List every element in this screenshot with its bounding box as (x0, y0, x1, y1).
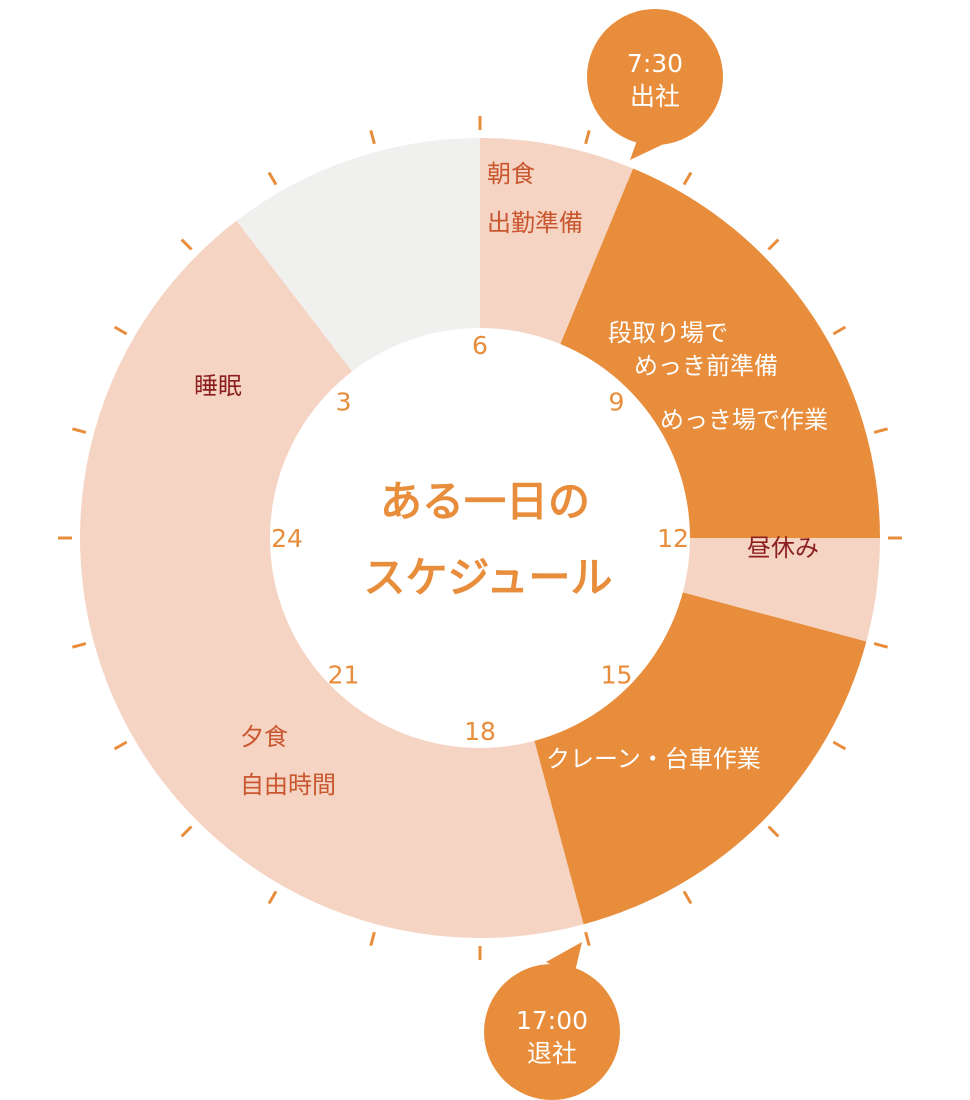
end-time-text: 17:00 (516, 1006, 588, 1035)
hour-tick (180, 825, 193, 838)
segment-label-morning: 出勤準備 (487, 209, 583, 237)
end-time-bubble: 17:00 退社 (484, 942, 620, 1100)
hour-tick (767, 238, 780, 251)
end-label-text: 退社 (527, 1039, 577, 1068)
hour-tick (180, 238, 193, 251)
hour-label-6: 6 (472, 331, 488, 360)
segment-sleep (236, 138, 480, 372)
hour-label-9: 9 (609, 388, 625, 417)
hour-tick (873, 642, 889, 649)
start-time-text: 7:30 (627, 49, 683, 78)
segment-morning (480, 138, 634, 344)
schedule-segments (80, 138, 880, 938)
hour-label-18: 18 (464, 717, 496, 746)
hour-tick (873, 427, 889, 434)
hour-tick (682, 171, 693, 186)
bubble-circle (587, 9, 723, 145)
hour-tick (113, 325, 128, 336)
segment-label-evening: 夕食 (240, 723, 288, 751)
hour-tick (832, 740, 847, 751)
center-title-line1: ある一日の (380, 477, 590, 526)
segment-label-sleep: 睡眠 (194, 372, 242, 400)
hour-tick (682, 890, 693, 905)
hour-tick (767, 825, 780, 838)
hour-ticks (58, 116, 902, 960)
segment-label-plating: めっき場で作業 (660, 406, 828, 434)
start-time-bubble: 7:30 出社 (587, 9, 723, 160)
segment-plating (560, 168, 880, 538)
hour-tick (71, 427, 87, 434)
hour-tick (267, 890, 278, 905)
hour-tick (584, 129, 591, 145)
bubble-circle (484, 964, 620, 1100)
hour-labels: 6 9 12 15 18 21 24 3 (271, 331, 689, 746)
segment-crane (534, 592, 867, 925)
hour-label-3: 3 (336, 388, 352, 417)
hour-label-12: 12 (657, 524, 689, 553)
hour-label-21: 21 (328, 660, 360, 689)
segment-label-crane: クレーン・台車作業 (546, 745, 761, 773)
hour-tick (369, 129, 376, 145)
hour-tick (71, 642, 87, 649)
segment-label-plating: 段取り場で (608, 319, 728, 347)
hour-tick (584, 931, 591, 947)
hour-tick (369, 931, 376, 947)
center-title-line2: スケジュール (363, 553, 612, 602)
segment-label-morning: 朝食 (487, 160, 535, 188)
segment-label-lunch: 昼休み (747, 534, 819, 562)
segment-evening (80, 220, 584, 938)
hour-label-24: 24 (271, 524, 303, 553)
segment-label-plating: めっき前準備 (634, 352, 778, 380)
start-label-text: 出社 (630, 82, 680, 111)
hour-tick (832, 325, 847, 336)
hour-label-15: 15 (601, 660, 633, 689)
hour-tick (267, 171, 278, 186)
segment-lunch (682, 538, 880, 642)
segment-label-evening: 自由時間 (240, 771, 336, 799)
hour-tick (113, 740, 128, 751)
